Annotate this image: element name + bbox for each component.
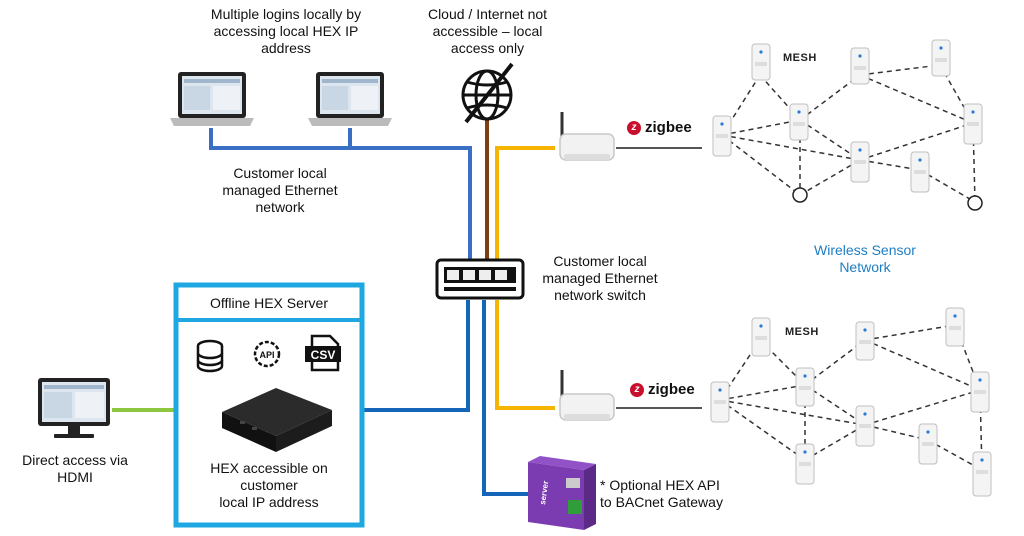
laptop-icon bbox=[308, 72, 392, 126]
csv-file-icon: CSV bbox=[305, 334, 341, 372]
cables bbox=[112, 118, 702, 496]
switch-caption-line: Customer local bbox=[553, 253, 647, 269]
zigbee-cable-top bbox=[495, 146, 555, 262]
ethernet-network-line: network bbox=[255, 199, 305, 215]
zigbee-cable-bottom bbox=[495, 300, 555, 410]
sensor-node-icon bbox=[963, 103, 983, 145]
mesh-endpoint bbox=[792, 187, 808, 203]
sensor-node-icon bbox=[918, 423, 938, 465]
monitor-icon bbox=[38, 378, 110, 438]
hdmi-caption-line: HDMI bbox=[57, 469, 93, 485]
server-caption-line: customer bbox=[240, 477, 298, 493]
sensor-node-icon bbox=[855, 321, 875, 361]
gateway-caption-line: to BACnet Gateway bbox=[600, 494, 723, 510]
sensor-node-icon bbox=[710, 381, 730, 423]
sensor-node-icon bbox=[712, 115, 732, 157]
zigbee-hub-icon bbox=[559, 112, 615, 161]
switch-caption-line: network switch bbox=[554, 287, 646, 303]
sensor-node-icon bbox=[751, 317, 771, 357]
cloud-caption-line: access only bbox=[450, 40, 525, 56]
ethernet-network-line: managed Ethernet bbox=[222, 182, 338, 198]
server-caption: HEX accessible on customer local IP addr… bbox=[180, 460, 358, 511]
laptops-caption-line: accessing local HEX IP bbox=[213, 23, 359, 39]
mesh-label-top: MESH bbox=[783, 52, 817, 64]
mesh-endpoint bbox=[967, 195, 983, 211]
sensor-node-icon bbox=[795, 367, 815, 407]
cloud-caption-line: Cloud / Internet not bbox=[427, 6, 548, 22]
zigbee-icon: z bbox=[627, 120, 641, 135]
server-caption-line: HEX accessible on bbox=[210, 460, 328, 476]
database-icon bbox=[196, 339, 224, 373]
hdmi-caption-line: Direct access via bbox=[22, 452, 128, 468]
laptop-icon bbox=[170, 72, 254, 126]
cloud-caption: Cloud / Internet not accessible – local … bbox=[410, 6, 565, 57]
zigbee-icon: z bbox=[630, 382, 644, 397]
wireless-caption-line: Wireless Sensor bbox=[814, 242, 916, 258]
sensor-nodes-bottom bbox=[710, 307, 992, 497]
sensor-node-icon bbox=[789, 103, 809, 141]
bacnet-gateway-icon: server bbox=[528, 456, 596, 530]
zigbee-label: zigbee bbox=[645, 119, 692, 136]
ethernet-network-line: Customer local bbox=[233, 165, 327, 181]
api-gear-icon: API bbox=[253, 340, 281, 368]
mesh-label-bottom: MESH bbox=[785, 326, 819, 338]
sensor-node-icon bbox=[945, 307, 965, 347]
laptops-caption-line: Multiple logins locally by bbox=[210, 6, 362, 22]
sensor-node-icon bbox=[970, 371, 990, 413]
laptops-caption: Multiple logins locally by accessing loc… bbox=[186, 6, 386, 57]
svg-text:API: API bbox=[259, 350, 274, 360]
sensor-node-icon bbox=[931, 39, 951, 77]
server-cable bbox=[362, 300, 470, 412]
no-internet-globe-icon bbox=[461, 62, 514, 124]
zigbee-logo-bottom: z zigbee bbox=[630, 381, 695, 398]
sensor-node-icon bbox=[972, 451, 992, 497]
hex-server-box-icon bbox=[222, 388, 332, 452]
sensor-node-icon bbox=[855, 405, 875, 447]
lan-cable bbox=[209, 128, 472, 262]
wireless-network-caption: Wireless Sensor Network bbox=[790, 242, 940, 276]
server-title: Offline HEX Server bbox=[209, 295, 328, 311]
switch-caption: Customer local managed Ethernet network … bbox=[530, 253, 670, 304]
sensor-node-icon bbox=[850, 141, 870, 183]
cloud-caption-line: accessible – local bbox=[432, 23, 543, 39]
sensor-node-icon bbox=[751, 43, 771, 81]
zigbee-logo-top: z zigbee bbox=[627, 119, 692, 136]
sensor-node-icon bbox=[910, 151, 930, 193]
gateway-cable bbox=[482, 300, 528, 496]
server-caption-line: local IP address bbox=[219, 494, 319, 510]
ethernet-network-caption: Customer local managed Ethernet network bbox=[200, 165, 360, 216]
sensor-node-icon bbox=[795, 443, 815, 485]
laptops-caption-line: address bbox=[261, 40, 311, 56]
wireless-caption-line: Network bbox=[839, 259, 891, 275]
svg-text:CSV: CSV bbox=[311, 348, 336, 362]
svg-text:server: server bbox=[538, 480, 550, 505]
gateway-caption-line: * Optional HEX API bbox=[600, 477, 720, 493]
sensor-nodes-top bbox=[712, 39, 983, 211]
sensor-node-icon bbox=[850, 47, 870, 85]
switch-caption-line: managed Ethernet bbox=[542, 270, 658, 286]
network-switch-icon bbox=[435, 258, 525, 300]
hdmi-caption: Direct access via HDMI bbox=[10, 452, 140, 486]
mesh-links-top bbox=[721, 64, 976, 203]
zigbee-hub-icon bbox=[559, 370, 615, 421]
zigbee-label: zigbee bbox=[648, 381, 695, 398]
gateway-caption: * Optional HEX API to BACnet Gateway bbox=[600, 477, 740, 511]
